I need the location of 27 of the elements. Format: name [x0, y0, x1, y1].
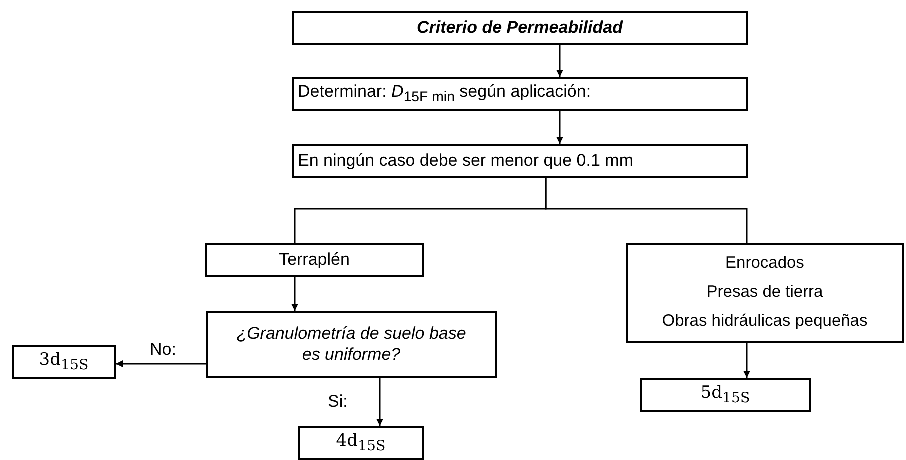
box-text: Presas de tierra — [706, 282, 824, 303]
process-box — [292, 144, 748, 178]
question-text: ¿Granulometría de suelo base es uniforme? — [236, 324, 468, 365]
arrow — [556, 111, 564, 144]
process-box — [292, 77, 748, 111]
box-text: Determinar: D$_{15F min}$ según aplicación: — [298, 82, 592, 106]
formula-text: 3d$_{15S}$ — [39, 350, 89, 374]
result-box — [640, 378, 811, 412]
arrow — [744, 343, 750, 378]
title-box — [292, 11, 748, 45]
box-text: Terraplén — [279, 250, 350, 270]
result-box — [12, 345, 116, 379]
connector-line — [545, 178, 748, 243]
arrow — [556, 45, 564, 77]
arrow — [116, 360, 206, 368]
box-text: Enrocados — [726, 253, 804, 274]
box-text: En ningún caso debe ser menor que 0.1 mm — [298, 150, 634, 172]
arrow — [376, 378, 384, 426]
arrow — [292, 277, 298, 311]
title-text: Criterio de Permeabilidad — [417, 18, 623, 38]
decision-box — [206, 311, 497, 378]
formula-text: 4d$_{15S}$ — [336, 430, 386, 456]
result-box — [298, 426, 424, 460]
process-box — [626, 243, 904, 343]
box-text: Obras hidráulicas pequeñas — [662, 310, 868, 332]
process-box — [205, 243, 424, 277]
formula-text: 5d$_{15S}$ — [700, 382, 750, 408]
